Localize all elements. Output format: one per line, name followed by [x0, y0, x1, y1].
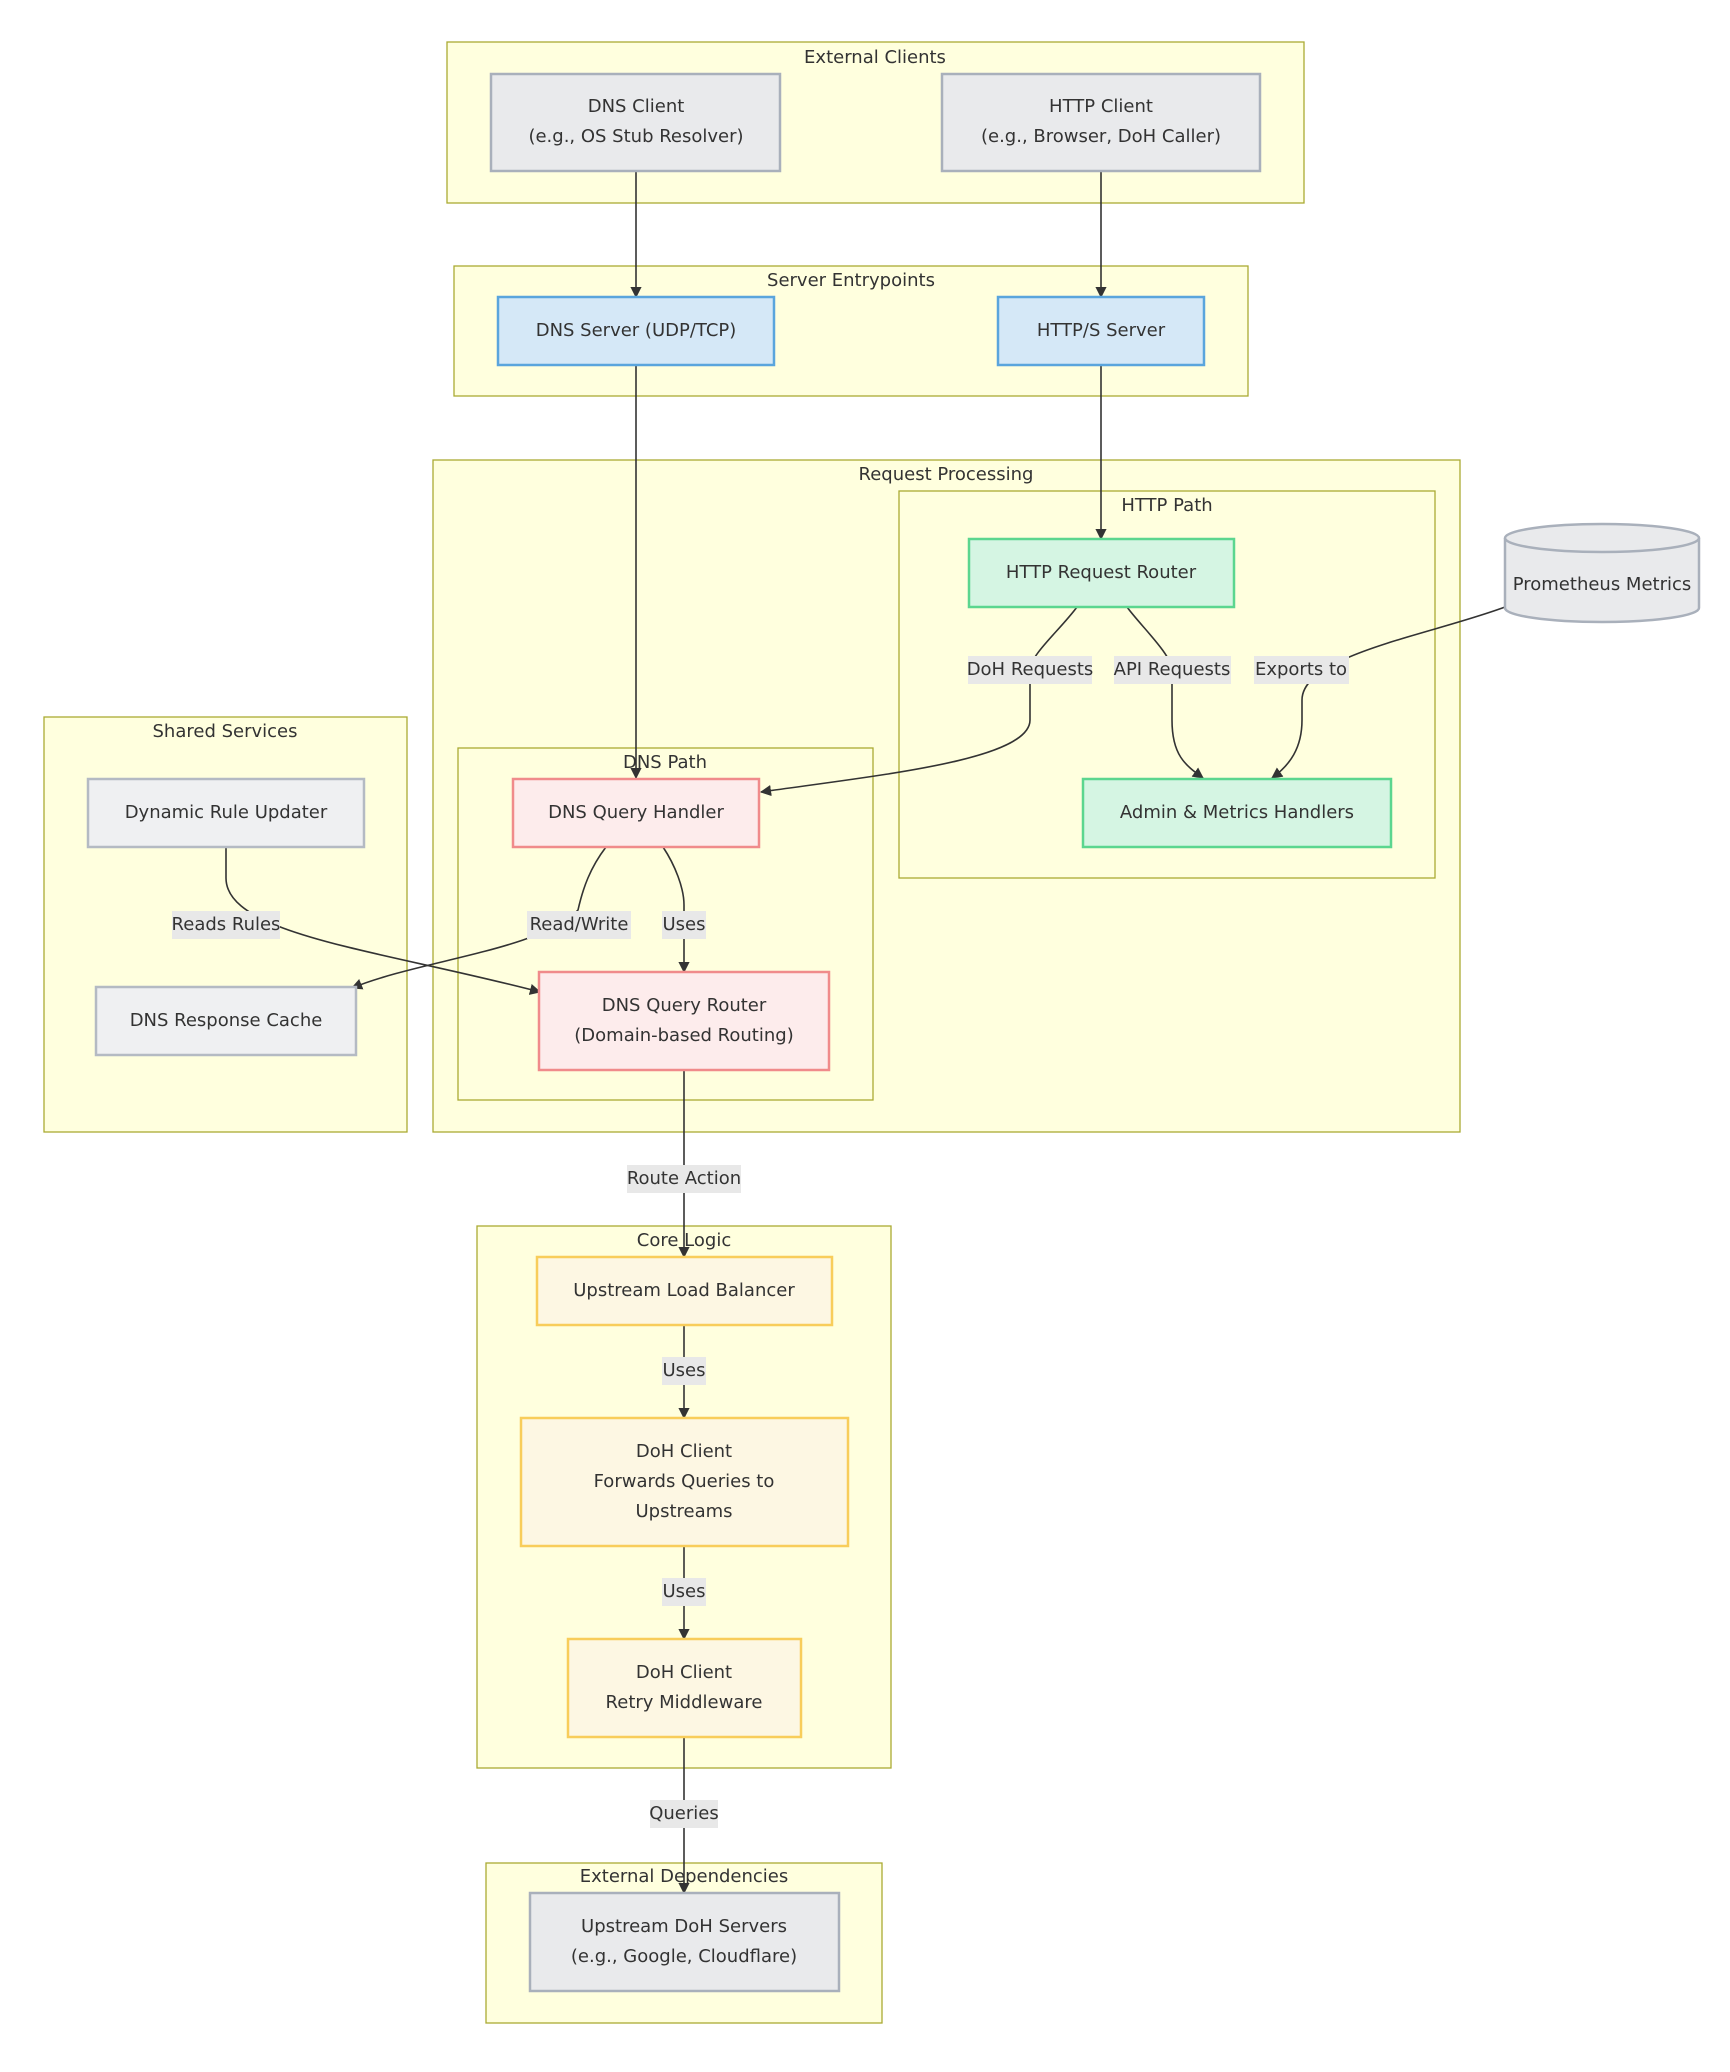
node-http-request-router: HTTP Request Router	[967, 537, 1236, 609]
svg-text:DNS Response Cache: DNS Response Cache	[130, 1010, 323, 1031]
edge-label-read-write: Read/Write	[527, 911, 631, 939]
node-dns-query-router: DNS Query Router (Domain-based Routing)	[537, 970, 831, 1072]
svg-text:Prometheus Metrics: Prometheus Metrics	[1513, 574, 1692, 595]
svg-text:DNS Query Router: DNS Query Router	[602, 995, 767, 1016]
cluster-title: Server Entrypoints	[767, 270, 935, 291]
svg-text:HTTP/S Server: HTTP/S Server	[1037, 320, 1166, 341]
cluster-title: Shared Services	[153, 721, 298, 742]
svg-text:(Domain-based Routing): (Domain-based Routing)	[574, 1025, 793, 1046]
node-https-server: HTTP/S Server	[996, 295, 1206, 367]
node-prometheus-metrics: Prometheus Metrics	[1503, 522, 1701, 624]
svg-text:(e.g., Google, Cloudflare): (e.g., Google, Cloudflare)	[571, 1946, 797, 1967]
svg-text:Upstreams: Upstreams	[635, 1501, 732, 1522]
edge-label-uses-doh-client: Uses	[662, 1357, 706, 1385]
svg-text:Forwards Queries to: Forwards Queries to	[594, 1471, 775, 1492]
node-dns-response-cache: DNS Response Cache	[94, 985, 358, 1057]
svg-text:Uses: Uses	[662, 1581, 705, 1602]
node-http-client: HTTP Client (e.g., Browser, DoH Caller)	[940, 72, 1262, 173]
cluster-title: DNS Path	[623, 752, 707, 773]
svg-text:Read/Write: Read/Write	[530, 914, 629, 935]
svg-text:DoH Requests: DoH Requests	[967, 659, 1094, 680]
node-upstream-load-balancer: Upstream Load Balancer	[535, 1255, 834, 1327]
svg-text:Dynamic Rule Updater: Dynamic Rule Updater	[125, 802, 328, 823]
node-doh-client-forward: DoH Client Forwards Queries to Upstreams	[519, 1416, 850, 1548]
svg-text:(e.g., OS Stub Resolver): (e.g., OS Stub Resolver)	[528, 126, 743, 147]
edge-label-uses-retry: Uses	[662, 1578, 706, 1606]
svg-text:Admin & Metrics Handlers: Admin & Metrics Handlers	[1120, 802, 1354, 823]
edge-label-api-requests: API Requests	[1114, 656, 1231, 684]
svg-text:Uses: Uses	[662, 1360, 705, 1381]
svg-text:Upstream DoH Servers: Upstream DoH Servers	[581, 1916, 787, 1937]
node-dynamic-rule-updater: Dynamic Rule Updater	[86, 777, 366, 849]
edge-label-reads-rules: Reads Rules	[172, 911, 281, 939]
edge-label-uses-router: Uses	[662, 911, 706, 939]
edge-label-doh-requests: DoH Requests	[967, 656, 1094, 684]
cluster-title: HTTP Path	[1121, 495, 1212, 516]
svg-text:Upstream Load Balancer: Upstream Load Balancer	[573, 1280, 795, 1301]
svg-text:Queries: Queries	[649, 1803, 719, 1824]
svg-text:Exports to: Exports to	[1255, 659, 1347, 680]
edge-rule-updater-to-query-router	[225, 847, 542, 995]
node-doh-client-retry: DoH Client Retry Middleware	[566, 1637, 803, 1739]
node-dns-server: DNS Server (UDP/TCP)	[496, 295, 776, 367]
edge-query-handler-to-query-router	[662, 846, 690, 974]
svg-text:API Requests: API Requests	[1114, 659, 1231, 680]
edge-label-route-action: Route Action	[627, 1165, 741, 1193]
svg-text:Uses: Uses	[662, 914, 705, 935]
svg-text:HTTP Client: HTTP Client	[1049, 96, 1153, 117]
svg-text:DoH Client: DoH Client	[636, 1662, 732, 1683]
node-upstream-doh-servers: Upstream DoH Servers (e.g., Google, Clou…	[528, 1891, 841, 1993]
svg-text:DoH Client: DoH Client	[636, 1441, 732, 1462]
svg-text:Reads Rules: Reads Rules	[172, 914, 281, 935]
svg-text:HTTP Request Router: HTTP Request Router	[1006, 562, 1197, 583]
node-dns-client: DNS Client (e.g., OS Stub Resolver)	[489, 72, 782, 173]
svg-text:Route Action: Route Action	[627, 1168, 741, 1189]
edge-label-exports-to: Exports to	[1254, 656, 1349, 684]
node-dns-query-handler: DNS Query Handler	[511, 777, 761, 849]
svg-text:(e.g., Browser, DoH Caller): (e.g., Browser, DoH Caller)	[981, 126, 1221, 147]
svg-text:DNS Server (UDP/TCP): DNS Server (UDP/TCP)	[536, 320, 737, 341]
svg-text:Retry Middleware: Retry Middleware	[606, 1692, 763, 1713]
cluster-title: External Clients	[804, 47, 946, 68]
svg-text:DNS Client: DNS Client	[588, 96, 685, 117]
edge-prometheus-to-admin-handlers	[1271, 606, 1506, 779]
edge-http-router-to-query-handler	[759, 606, 1078, 797]
svg-text:DNS Query Handler: DNS Query Handler	[548, 802, 724, 823]
edge-label-queries: Queries	[649, 1800, 719, 1828]
node-admin-metrics-handlers: Admin & Metrics Handlers	[1081, 777, 1393, 849]
cluster-title: Request Processing	[859, 464, 1034, 485]
